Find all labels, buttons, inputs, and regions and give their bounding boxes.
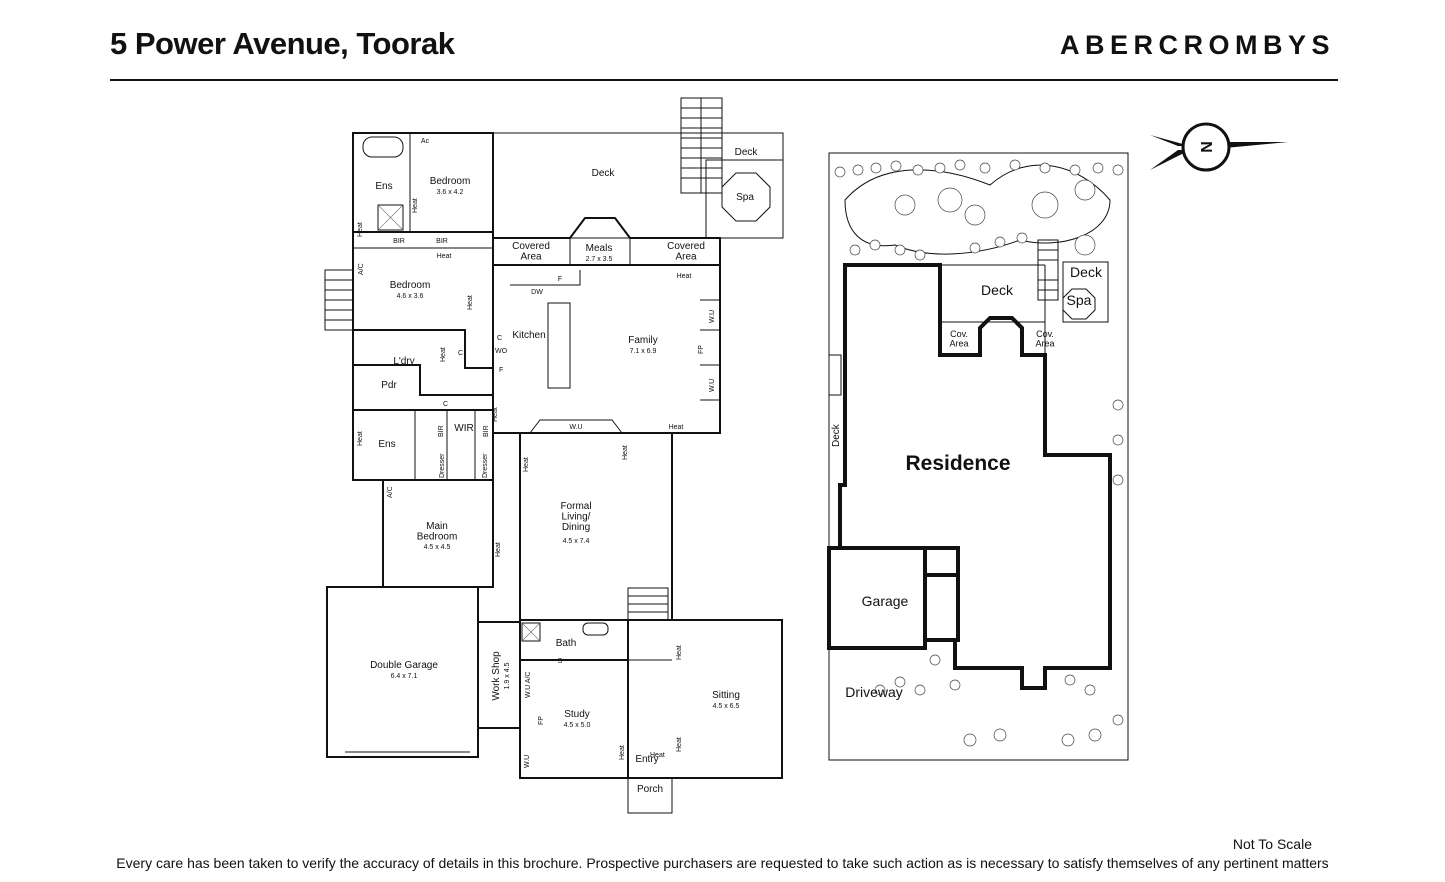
svg-text:Heat: Heat: [440, 347, 447, 362]
site-label-cov-area: Cov.Area: [949, 329, 968, 348]
room-label: Deck: [735, 147, 759, 158]
svg-text:Heat: Heat: [437, 253, 452, 260]
site-label-driveway: Driveway: [845, 684, 903, 700]
svg-text:C: C: [443, 401, 448, 408]
svg-text:W.U: W.U: [709, 379, 716, 392]
room-dims: 4.5 x 6.5: [713, 703, 740, 710]
svg-text:A/C: A/C: [358, 263, 365, 275]
site-plan: [827, 152, 1129, 761]
svg-text:Heat: Heat: [467, 295, 474, 310]
room-label: Entry: [635, 754, 658, 765]
room-dims: 3.6 x 4.2: [437, 189, 464, 196]
svg-text:Heat: Heat: [676, 645, 683, 660]
svg-text:C: C: [497, 335, 502, 342]
svg-text:W.U: W.U: [569, 424, 582, 431]
floor-plan: [324, 97, 784, 814]
floor-plan-labels: Deck Bedroom 3.6 x 4.2 Ens Bedroom 4.6 x…: [357, 138, 758, 795]
svg-text:Heat: Heat: [412, 198, 419, 213]
svg-text:Heat: Heat: [619, 745, 626, 760]
svg-text:W.U A/C: W.U A/C: [525, 672, 532, 698]
svg-text:Heat: Heat: [492, 407, 499, 422]
room-label: Double Garage: [370, 660, 438, 671]
agency-logo: ABERCROMBYS: [1059, 30, 1335, 60]
svg-text:Heat: Heat: [669, 424, 684, 431]
room-label: WIR: [454, 423, 473, 434]
room-label: Pdr: [381, 380, 397, 391]
svg-text:Ac: Ac: [421, 138, 430, 145]
site-label-residence: Residence: [905, 452, 1010, 475]
room-label: Work Shop: [491, 651, 502, 701]
room-label: Sitting: [712, 690, 740, 701]
room-dims: 1.9 x 4.5: [504, 662, 511, 689]
room-label: Kitchen: [512, 330, 545, 341]
room-dims: 2.7 x 3.5: [586, 256, 613, 263]
room-label: Porch: [637, 784, 663, 795]
svg-text:W.U: W.U: [709, 310, 716, 323]
room-dims: 6.4 x 7.1: [391, 673, 418, 680]
svg-text:Heat: Heat: [357, 431, 364, 446]
svg-text:BIR: BIR: [483, 425, 490, 437]
room-dims: 4.5 x 5.0: [564, 722, 591, 729]
site-label-deck: Deck: [1070, 264, 1103, 280]
room-label: Meals: [586, 243, 613, 254]
svg-text:Heat: Heat: [622, 445, 629, 460]
room-label: Ens: [378, 439, 395, 450]
north-compass-icon: N: [1150, 122, 1288, 172]
svg-text:FP: FP: [698, 345, 705, 354]
room-label: Bath: [556, 638, 577, 649]
svg-text:Heat: Heat: [677, 273, 692, 280]
room-dims: 4.5 x 7.4: [563, 538, 590, 545]
disclaimer-text: Every care has been taken to verify the …: [116, 855, 1329, 871]
room-dims: 7.1 x 6.9: [630, 348, 657, 355]
site-label-cov-area: Cov.Area: [1035, 329, 1054, 348]
room-dims: 4.5 x 4.5: [424, 544, 451, 551]
svg-text:S: S: [558, 658, 563, 665]
not-to-scale-note: Not To Scale: [1232, 836, 1312, 852]
property-address-title: 5 Power Avenue, Toorak: [110, 26, 455, 61]
svg-text:F: F: [558, 276, 562, 283]
svg-text:W.U: W.U: [524, 755, 531, 768]
site-label-deck: Deck: [981, 282, 1014, 298]
room-label: Bedroom: [390, 280, 431, 291]
site-label-deck: Deck: [831, 423, 842, 447]
svg-text:BIR: BIR: [438, 425, 445, 437]
site-label-spa: Spa: [1067, 292, 1092, 308]
room-label: Study: [564, 709, 590, 720]
room-dims: 4.6 x 3.6: [397, 293, 424, 300]
svg-text:Dresser: Dresser: [439, 453, 446, 478]
svg-text:A/C: A/C: [387, 486, 394, 498]
room-label: Family: [628, 335, 657, 346]
room-label: Bedroom: [430, 176, 471, 187]
svg-text:C: C: [458, 350, 463, 357]
room-label: Spa: [736, 192, 754, 203]
compass-letter: N: [1199, 141, 1216, 153]
svg-text:Dresser: Dresser: [482, 453, 489, 478]
svg-text:Heat: Heat: [676, 737, 683, 752]
svg-text:Heat: Heat: [495, 542, 502, 557]
svg-text:F: F: [499, 367, 503, 374]
svg-text:Heat: Heat: [357, 222, 364, 237]
room-label: Ens: [375, 181, 392, 192]
svg-text:Heat: Heat: [650, 752, 665, 759]
site-plan-labels: Deck Deck Spa Cov.Area Cov.Area Residenc…: [831, 264, 1103, 700]
room-label: L'dry: [393, 356, 414, 367]
svg-text:DW: DW: [531, 289, 543, 296]
site-label-garage: Garage: [862, 593, 909, 609]
svg-text:Heat: Heat: [523, 457, 530, 472]
svg-text:BIR: BIR: [436, 238, 448, 245]
room-label: Deck: [592, 168, 616, 179]
svg-text:BIR: BIR: [393, 238, 405, 245]
svg-text:WO: WO: [495, 348, 508, 355]
svg-text:FP: FP: [538, 716, 545, 725]
header-divider: [110, 79, 1338, 81]
